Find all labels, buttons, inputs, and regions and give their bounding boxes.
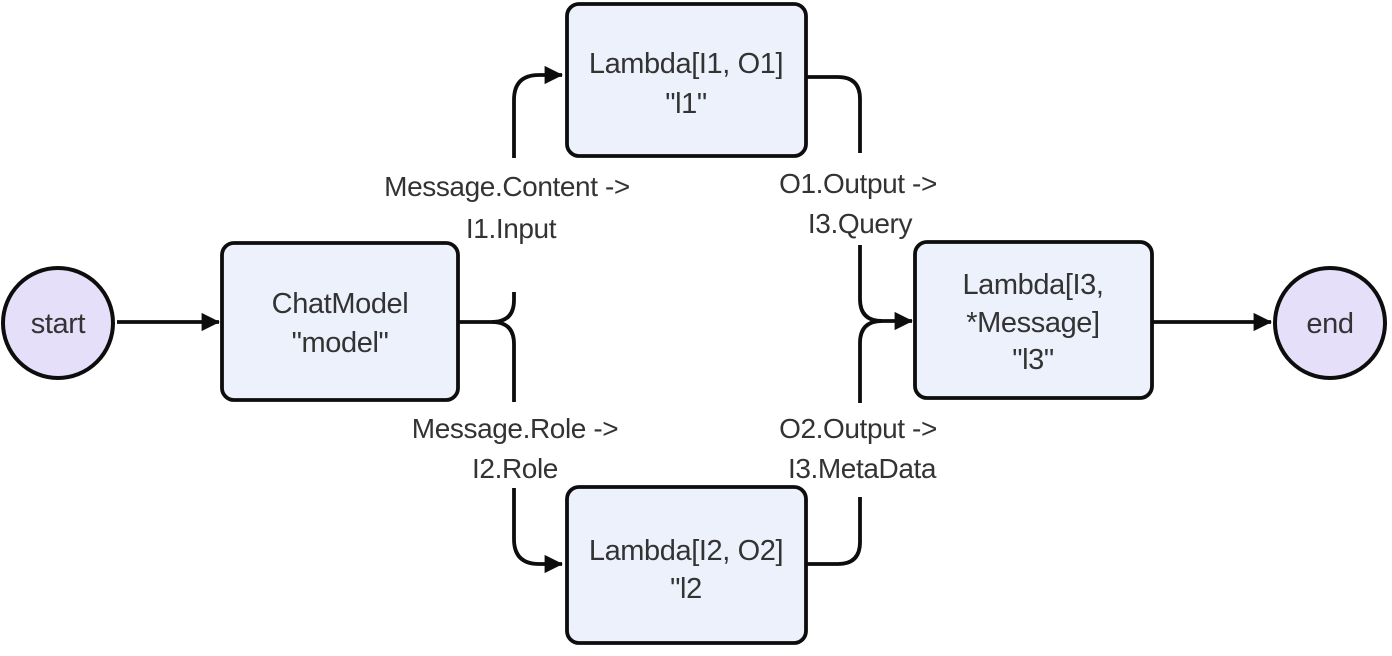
edge-label-bg-l1-to-l3: [766, 156, 950, 244]
edge-label-model-to-l2-line1: Message.Role ->: [412, 413, 618, 444]
node-l2-label-line2: "l2: [670, 573, 702, 605]
node-l1-label-line2: "l1": [665, 88, 707, 120]
edge-l2-out: [806, 497, 862, 566]
node-model: [220, 241, 460, 402]
node-start: [1, 266, 115, 380]
edge-label-l2-to-l3-line1: O2.Output ->: [779, 413, 937, 444]
node-start-label: start: [31, 308, 86, 340]
edges: [117, 65, 1272, 574]
node-l2: [565, 485, 808, 645]
node-l3-label-line1: Lambda[I3,: [962, 269, 1103, 301]
node-end: [1273, 266, 1387, 380]
node-l3: [913, 240, 1154, 400]
edge-model-fork-down: [491, 320, 516, 402]
node-l1: [565, 2, 808, 158]
edge-label-model-to-l1-line2: I1.Input: [466, 213, 557, 244]
node-l1-label-line1: Lambda[I1, O1]: [589, 48, 783, 80]
node-model-label-line1: ChatModel: [272, 288, 409, 320]
edge-l1-out: [806, 75, 862, 153]
node-l3-label-line3: "l3": [1012, 344, 1054, 376]
edge-label-l2-to-l3-line2: I3.MetaData: [788, 453, 937, 484]
edge-model-to-l2: [512, 488, 563, 574]
edge-label-model-to-l2-line2: I2.Role: [472, 453, 558, 484]
edge-l2-merge: [858, 319, 883, 403]
edge-label-l1-to-l3-line2: I3.Query: [808, 208, 913, 239]
edge-model-to-l1: [512, 65, 563, 158]
node-labels: start ChatModel "model" Lambda[I1, O1] "…: [31, 48, 1354, 605]
edge-labels: Message.Content -> I1.Input Message.Role…: [384, 168, 937, 484]
edge-l1-merge: [858, 245, 883, 323]
node-end-label: end: [1306, 308, 1353, 340]
edge-model-fork-up: [491, 292, 516, 324]
edge-label-bg-l2-to-l3: [762, 405, 960, 496]
node-model-label-line2: "model": [292, 327, 389, 359]
edge-label-l1-to-l3-line1: O1.Output ->: [779, 168, 937, 199]
nodes: [1, 2, 1387, 645]
node-l2-label-line1: Lambda[I2, O2]: [589, 535, 783, 567]
edge-label-model-to-l1-line1: Message.Content ->: [384, 171, 630, 202]
edge-label-bg-model-to-l2: [386, 404, 644, 487]
node-l3-label-line2: *Message]: [966, 307, 1099, 339]
